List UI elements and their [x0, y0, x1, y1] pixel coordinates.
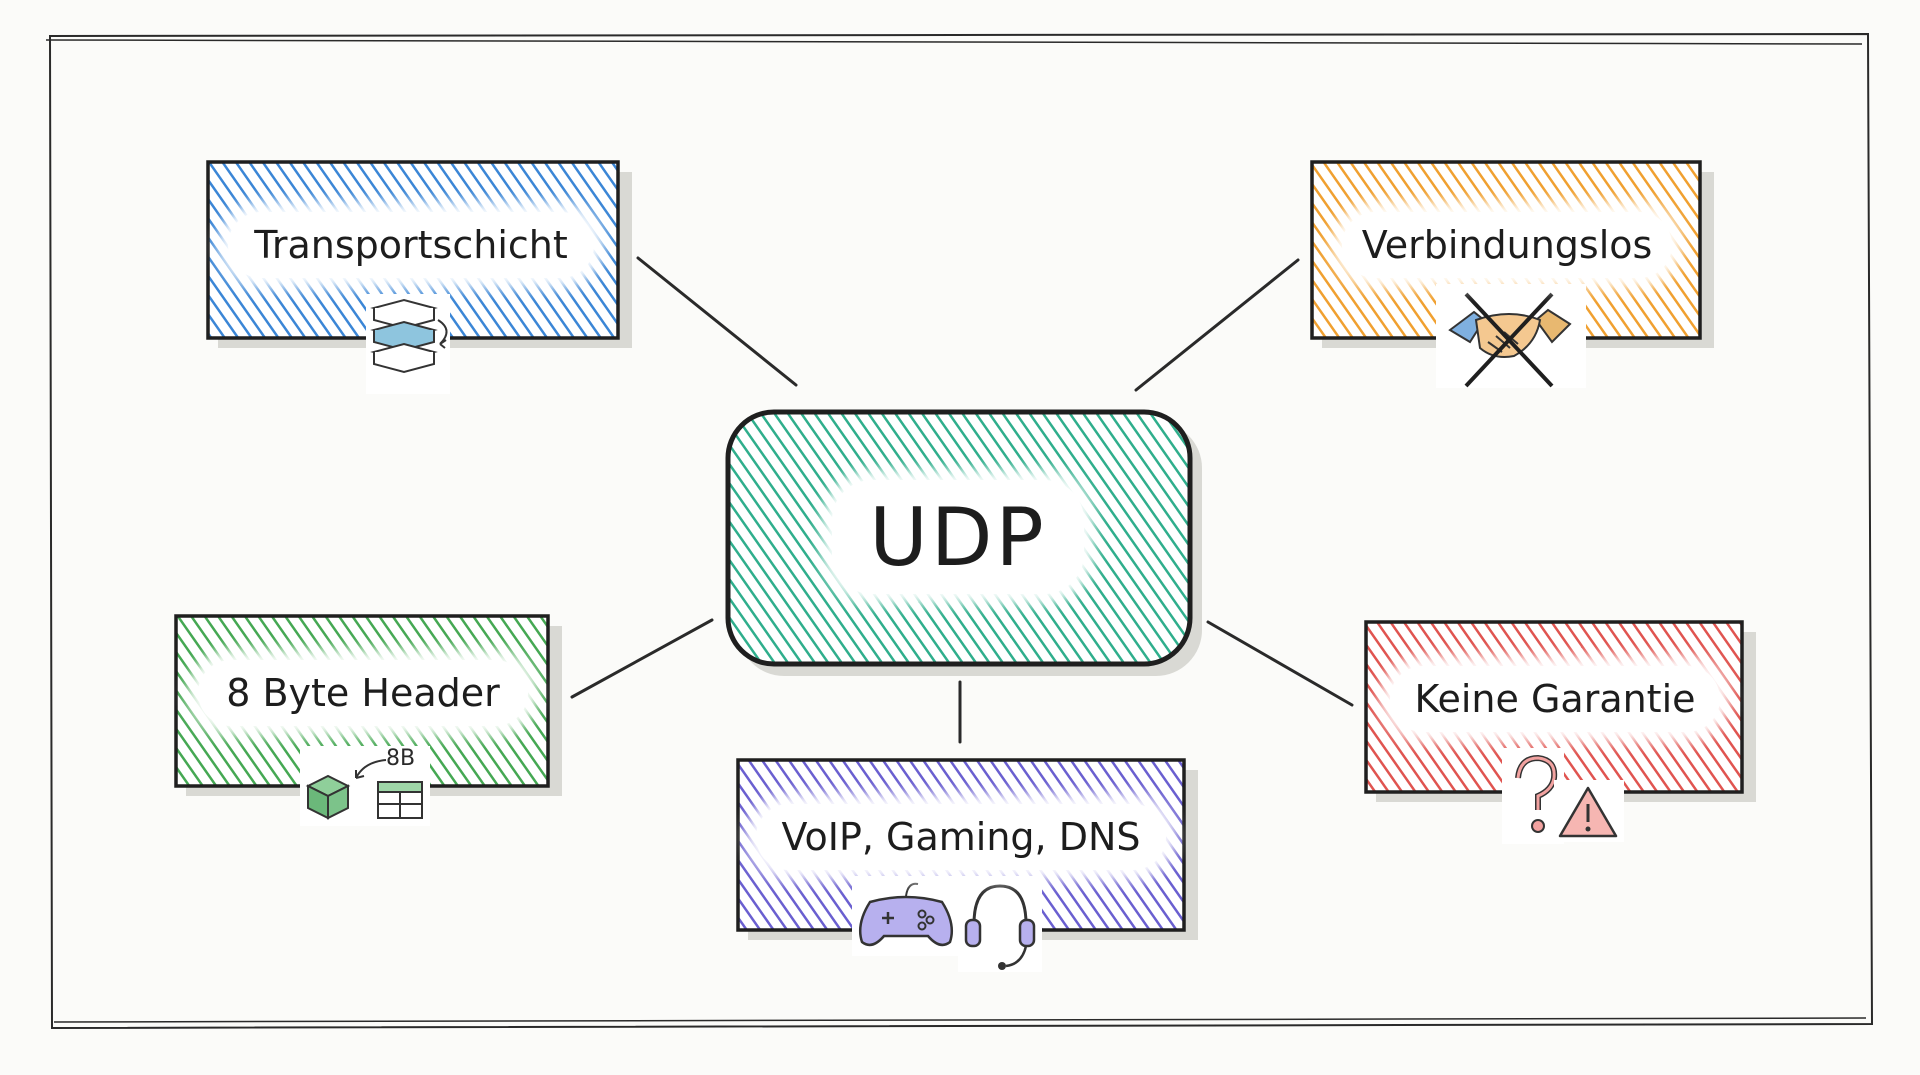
connector-transport [636, 256, 798, 387]
question-mark-icon [1502, 748, 1564, 844]
connector-connectionless [1134, 258, 1300, 392]
header-icon-label: 8B [386, 746, 416, 771]
node-label-no-guarantee: Keine Garantie [1390, 666, 1720, 732]
layers-icon [366, 294, 450, 394]
connectors [570, 256, 1354, 744]
warning-icon [1554, 780, 1624, 842]
headset-icon [958, 876, 1042, 972]
connector-header [570, 618, 714, 699]
crossed-handshake-icon [1436, 284, 1586, 388]
node-label-connectionless: Verbindungslos [1342, 212, 1672, 278]
gamepad-icon [852, 876, 960, 956]
node-label-usecases: VoIP, Gaming, DNS [756, 804, 1166, 870]
packet-header-icon [300, 746, 430, 826]
connector-no-guarantee [1206, 620, 1354, 707]
outer-frame [45, 32, 1874, 1030]
node-label-transport: Transportschicht [228, 212, 594, 278]
center-label: UDP [832, 480, 1084, 594]
node-label-header: 8 Byte Header [198, 660, 528, 726]
